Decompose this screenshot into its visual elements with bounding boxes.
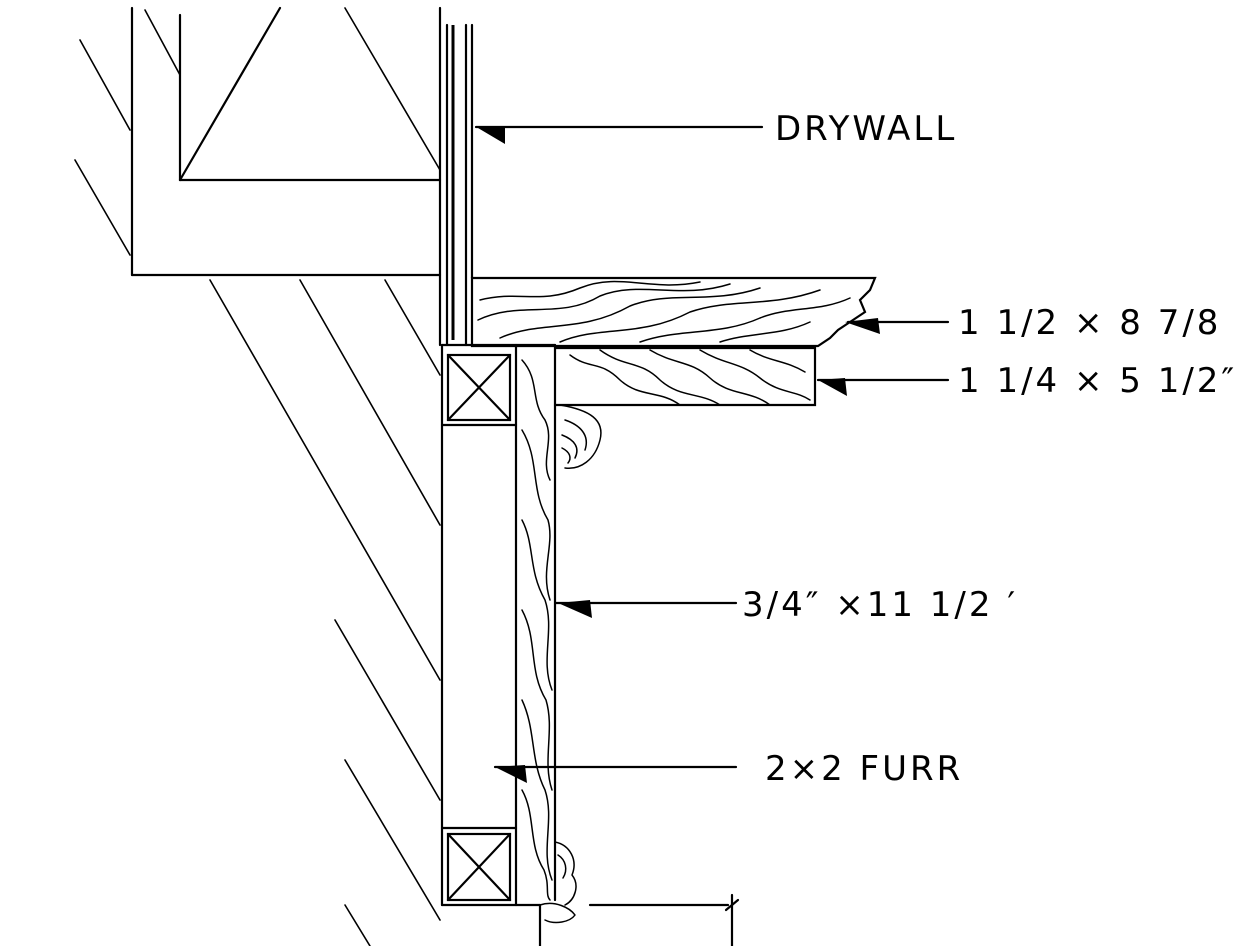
- crown-molding: [559, 404, 602, 469]
- base-molding: [538, 841, 577, 946]
- furring-column: [440, 343, 557, 907]
- label-furring: 2×2 FURR: [765, 749, 963, 789]
- top-board: [470, 276, 877, 348]
- middle-board: [553, 346, 817, 407]
- label-middle-board: 1 1/4 × 5 1/2″: [958, 361, 1237, 401]
- label-top-board: 1 1/2 × 8 7/8: [958, 303, 1221, 343]
- background-hatch: [74, 7, 441, 946]
- vertical-board: [521, 343, 557, 902]
- leaders: [474, 125, 950, 783]
- label-drywall: DRYWALL: [775, 109, 957, 149]
- drywall-layer: [445, 23, 474, 347]
- label-vertical-board: 3/4″ ×11 1/2 ′: [742, 585, 1018, 625]
- dimension-line: [588, 893, 740, 946]
- upper-frame: [130, 6, 442, 347]
